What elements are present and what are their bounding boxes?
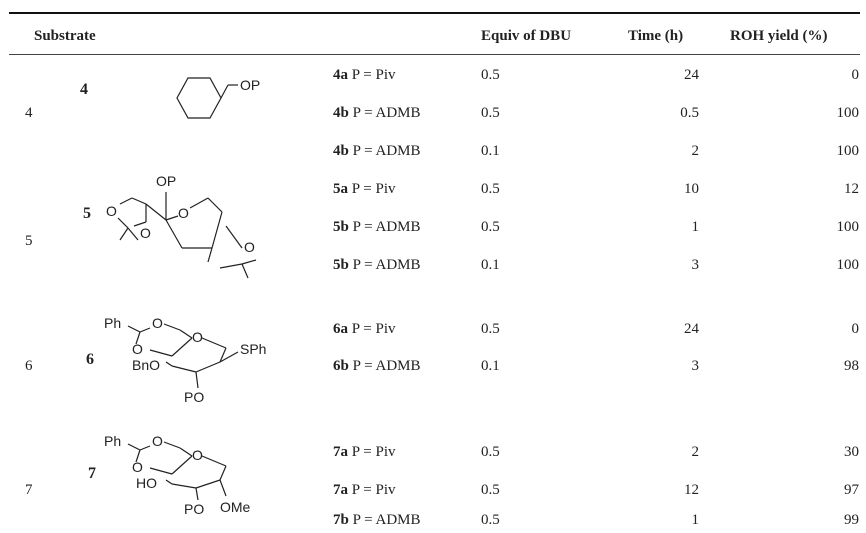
yield-cell: 0 <box>851 67 860 83</box>
equiv-cell: 0.5 <box>481 512 500 528</box>
equiv-cell: 0.1 <box>481 358 500 374</box>
group-label: O <box>152 433 163 449</box>
compound-cell: 5b P = ADMB <box>333 257 421 273</box>
compound-label: 7 <box>88 465 96 482</box>
time-cell: 1 <box>691 219 700 235</box>
entry-number: 6 <box>25 358 33 374</box>
equiv-cell: 0.5 <box>481 444 500 460</box>
yield-cell: 30 <box>844 444 859 460</box>
equiv-cell: 0.5 <box>481 105 500 121</box>
structure-6: 6 Ph O O O BnO SPh PO <box>86 315 266 405</box>
equiv-cell: 0.1 <box>481 143 500 159</box>
group-label: OP <box>240 77 260 93</box>
group-label: SPh <box>240 341 266 357</box>
group-label: OMe <box>220 499 251 515</box>
compound-label: 6 <box>86 351 94 368</box>
group-label: O <box>106 203 117 219</box>
yield-cell: 100 <box>836 143 860 159</box>
compound-cell: 6a P = Piv <box>333 321 396 337</box>
entry-number: 4 <box>25 105 33 121</box>
group-label: O <box>244 239 255 255</box>
header-substrate: Substrate <box>34 28 96 44</box>
equiv-cell: 0.5 <box>481 482 500 498</box>
group-label: O <box>192 329 203 345</box>
yield-cell: 100 <box>836 219 860 235</box>
group-label: O <box>152 315 163 331</box>
group-label: HO <box>136 475 157 491</box>
equiv-cell: 0.5 <box>481 219 500 235</box>
header-rule <box>9 54 860 55</box>
group-label: O <box>140 225 151 241</box>
group-label: O <box>132 459 143 475</box>
compound-label: 4 <box>80 81 88 98</box>
group-label: O <box>178 205 189 221</box>
compound-cell: 6b P = ADMB <box>333 358 421 374</box>
yield-cell: 0 <box>851 321 860 337</box>
compound-cell: 4b P = ADMB <box>333 105 421 121</box>
group-label: BnO <box>132 357 160 373</box>
compound-cell: 7a P = Piv <box>333 444 396 460</box>
compound-label: 5 <box>83 205 91 222</box>
structure-5: 5 OP O O O <box>83 173 257 279</box>
group-label: PO <box>184 389 204 405</box>
time-cell: 24 <box>684 321 699 337</box>
equiv-cell: 0.5 <box>481 67 500 83</box>
yield-cell: 100 <box>836 105 860 121</box>
equiv-cell: 0.5 <box>481 321 500 337</box>
time-cell: 0.5 <box>680 105 699 121</box>
header-equiv: Equiv of DBU <box>481 28 572 44</box>
time-cell: 1 <box>691 512 700 528</box>
time-cell: 2 <box>691 444 700 460</box>
time-cell: 2 <box>691 143 700 159</box>
time-cell: 10 <box>684 181 699 197</box>
entry-number: 5 <box>25 233 33 249</box>
table-top-rule <box>9 12 860 14</box>
structure-7: 7 Ph O O O HO PO OMe <box>88 433 251 517</box>
yield-cell: 100 <box>836 257 860 273</box>
structure-4: 4 OP <box>80 77 260 119</box>
group-label: Ph <box>104 315 121 331</box>
yield-cell: 98 <box>844 358 859 374</box>
equiv-cell: 0.5 <box>481 181 500 197</box>
group-label: Ph <box>104 433 121 449</box>
compound-cell: 5b P = ADMB <box>333 219 421 235</box>
time-cell: 3 <box>691 257 700 273</box>
equiv-cell: 0.1 <box>481 257 500 273</box>
group-label: OP <box>156 173 176 189</box>
time-cell: 3 <box>691 358 700 374</box>
yield-cell: 12 <box>844 181 859 197</box>
header-yield: ROH yield (%) <box>730 28 828 44</box>
group-label: PO <box>184 501 204 517</box>
time-cell: 24 <box>684 67 699 83</box>
header-time: Time (h) <box>628 28 684 44</box>
yield-cell: 97 <box>844 482 859 498</box>
compound-cell: 7a P = Piv <box>333 482 396 498</box>
yield-cell: 99 <box>844 512 859 528</box>
group-label: O <box>192 447 203 463</box>
group-label: O <box>132 341 143 357</box>
compound-cell: 4a P = Piv <box>333 67 396 83</box>
entry-number: 7 <box>25 482 33 498</box>
compound-cell: 7b P = ADMB <box>333 512 421 528</box>
compound-cell: 4b P = ADMB <box>333 143 421 159</box>
time-cell: 12 <box>684 482 699 498</box>
compound-cell: 5a P = Piv <box>333 181 396 197</box>
